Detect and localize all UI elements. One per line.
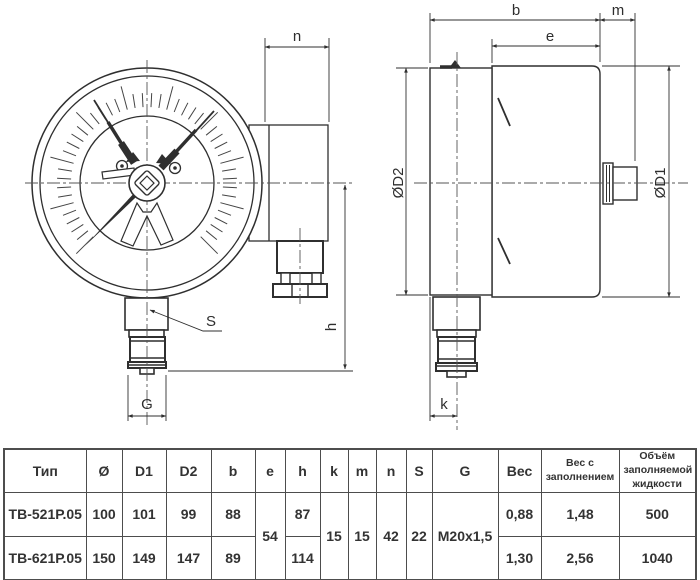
cell-h: 114 bbox=[284, 535, 321, 580]
right-setpointer-arm bbox=[158, 148, 180, 171]
side-stem bbox=[432, 296, 481, 378]
cell-m-merged: 15 bbox=[347, 491, 377, 580]
side-centerlines bbox=[414, 52, 688, 430]
cell-k-merged: 15 bbox=[319, 491, 349, 580]
cell-diameter: 150 bbox=[85, 535, 123, 580]
header-g: G bbox=[431, 448, 499, 493]
dim-label-n: n bbox=[293, 28, 301, 45]
header-d1: D1 bbox=[121, 448, 167, 493]
stop-wedge-left bbox=[126, 152, 140, 162]
side-case bbox=[429, 67, 493, 296]
header-b: b bbox=[210, 448, 256, 493]
dim-label-k: k bbox=[440, 396, 448, 413]
header-type: Тип bbox=[3, 448, 87, 493]
header-d2: D2 bbox=[165, 448, 212, 493]
cell-weight-filled: 1,48 bbox=[540, 491, 620, 537]
header-diameter: Ø bbox=[85, 448, 123, 493]
cell-s-merged: 22 bbox=[405, 491, 433, 580]
cell-d2: 99 bbox=[165, 491, 212, 537]
cell-type: ТВ-521Р.05 bbox=[3, 491, 87, 537]
side-view bbox=[414, 52, 688, 430]
cell-volume: 1040 bbox=[618, 535, 697, 580]
header-m: m bbox=[347, 448, 377, 493]
side-body bbox=[491, 65, 601, 298]
dim-label-h: h bbox=[323, 323, 340, 331]
cell-b: 89 bbox=[210, 535, 256, 580]
cell-type: ТВ-621Р.05 bbox=[3, 535, 87, 580]
dim-label-e: e bbox=[546, 28, 554, 45]
dim-label-s: S bbox=[206, 313, 216, 330]
dim-label-g: G bbox=[141, 396, 153, 413]
dim-label-d2: ØD2 bbox=[390, 168, 407, 199]
header-n: n bbox=[375, 448, 407, 493]
cell-h: 87 bbox=[284, 491, 321, 537]
cell-weight: 1,30 bbox=[497, 535, 542, 580]
contact-mechanism bbox=[85, 99, 215, 247]
header-e: e bbox=[254, 448, 286, 493]
cell-weight: 0,88 bbox=[497, 491, 542, 537]
dial-scale-ticks bbox=[50, 86, 244, 255]
header-weight-filled: Вес с заполнением bbox=[540, 448, 620, 493]
stop-wedge-right bbox=[156, 154, 171, 164]
cell-d1: 149 bbox=[121, 535, 167, 580]
front-centerlines bbox=[25, 60, 352, 428]
table-header-row: Тип Ø D1 D2 b e h k m n S G Вес Вес с за… bbox=[3, 448, 697, 493]
header-s: S bbox=[405, 448, 433, 493]
cell-d1: 101 bbox=[121, 491, 167, 537]
dim-label-b: b bbox=[512, 2, 520, 19]
cell-weight-filled: 2,56 bbox=[540, 535, 620, 580]
cell-d2: 147 bbox=[165, 535, 212, 580]
side-knob bbox=[602, 162, 638, 205]
surface-mark-upper bbox=[497, 97, 511, 127]
spec-table: Тип Ø D1 D2 b e h k m n S G Вес Вес с за… bbox=[3, 448, 697, 580]
pointer-needle bbox=[85, 181, 149, 246]
front-view bbox=[25, 60, 352, 428]
dim-label-d1: ØD1 bbox=[652, 168, 669, 199]
header-h: h bbox=[284, 448, 321, 493]
fork-counterweight bbox=[120, 201, 174, 247]
cell-volume: 500 bbox=[618, 491, 697, 537]
cell-b: 88 bbox=[210, 491, 256, 537]
cell-n-merged: 42 bbox=[375, 491, 407, 580]
cell-g-merged: M20x1,5 bbox=[431, 491, 499, 580]
bottom-stem bbox=[124, 297, 169, 375]
dim-label-m: m bbox=[612, 2, 625, 19]
surface-mark-lower bbox=[497, 237, 511, 265]
header-volume: Объём заполняемой жидкости bbox=[618, 448, 697, 493]
dimensions bbox=[127, 13, 680, 421]
header-weight: Вес bbox=[497, 448, 542, 493]
table-row: ТВ-521Р.05 100 101 99 88 54 87 15 15 42 … bbox=[3, 491, 697, 580]
s-leader-line bbox=[149, 309, 222, 332]
cell-e-merged: 54 bbox=[254, 491, 286, 580]
header-k: k bbox=[319, 448, 349, 493]
cell-diameter: 100 bbox=[85, 491, 123, 537]
gauge-drawing: n b e m S G k h ØD2 ØD1 bbox=[25, 2, 688, 430]
table-row: ТВ-621Р.05 150 149 147 89 114 1,30 2,56 … bbox=[3, 535, 697, 580]
dimension-labels: n b e m S G k h ØD2 ØD1 bbox=[141, 2, 669, 413]
